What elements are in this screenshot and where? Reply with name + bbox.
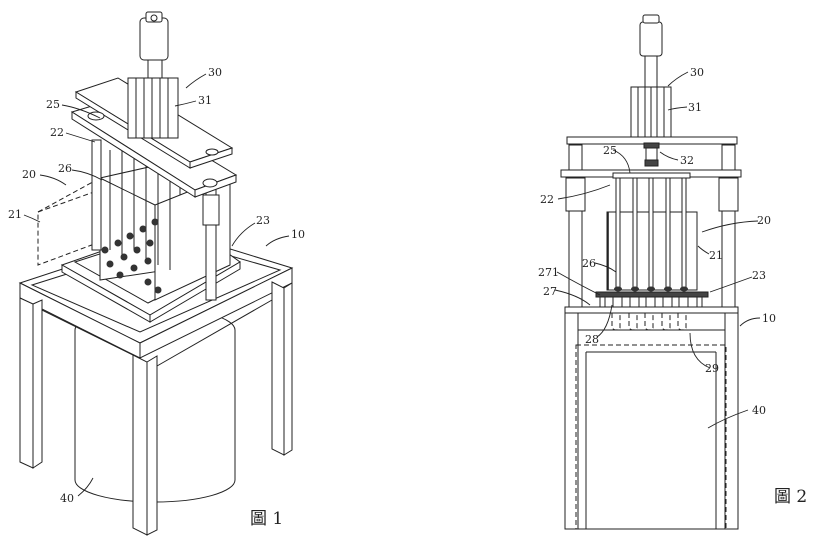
plate-25	[612, 172, 691, 179]
leader-lines-fig2	[554, 71, 761, 429]
label-271: 271	[538, 266, 559, 279]
coupling-32	[643, 142, 660, 167]
figure-2: 30 31 25 32 22 20 21 26 23 271 27 28 29 …	[538, 14, 807, 530]
label-27: 27	[543, 285, 557, 298]
label-29: 29	[705, 362, 719, 375]
label-10: 10	[762, 312, 776, 325]
leader-lines-fig1	[23, 73, 290, 497]
label-20: 20	[22, 168, 36, 181]
label-25: 25	[46, 98, 60, 111]
label-30: 30	[690, 66, 704, 79]
figure-1: 30 31 25 22 20 26 21 23 10 40 圖 1	[8, 11, 305, 536]
label-21: 21	[709, 249, 723, 262]
label-22: 22	[50, 126, 64, 139]
label-20: 20	[757, 214, 771, 227]
nozzles-28	[599, 296, 703, 308]
label-21: 21	[8, 208, 22, 221]
label-31: 31	[688, 101, 702, 114]
frame-10	[564, 306, 739, 530]
label-32: 32	[680, 154, 694, 167]
label-30: 30	[208, 66, 222, 79]
label-22: 22	[540, 193, 554, 206]
figure-2-caption: 圖 2	[774, 487, 807, 507]
label-23: 23	[256, 214, 270, 227]
label-25: 25	[603, 144, 617, 157]
label-40: 40	[752, 404, 766, 417]
label-26: 26	[58, 162, 72, 175]
label-10: 10	[291, 228, 305, 241]
motor-31	[127, 11, 179, 139]
motor-31	[630, 14, 672, 138]
guide-posts	[91, 139, 220, 301]
plate-23	[595, 291, 709, 298]
label-31: 31	[198, 94, 212, 107]
figure-1-caption: 圖 1	[250, 509, 283, 529]
guide-posts	[565, 144, 739, 308]
label-40: 40	[60, 492, 74, 505]
nozzles-29	[611, 313, 687, 331]
label-23: 23	[752, 269, 766, 282]
label-28: 28	[585, 333, 599, 346]
label-26: 26	[582, 257, 596, 270]
syringe-rods-26	[614, 177, 688, 292]
